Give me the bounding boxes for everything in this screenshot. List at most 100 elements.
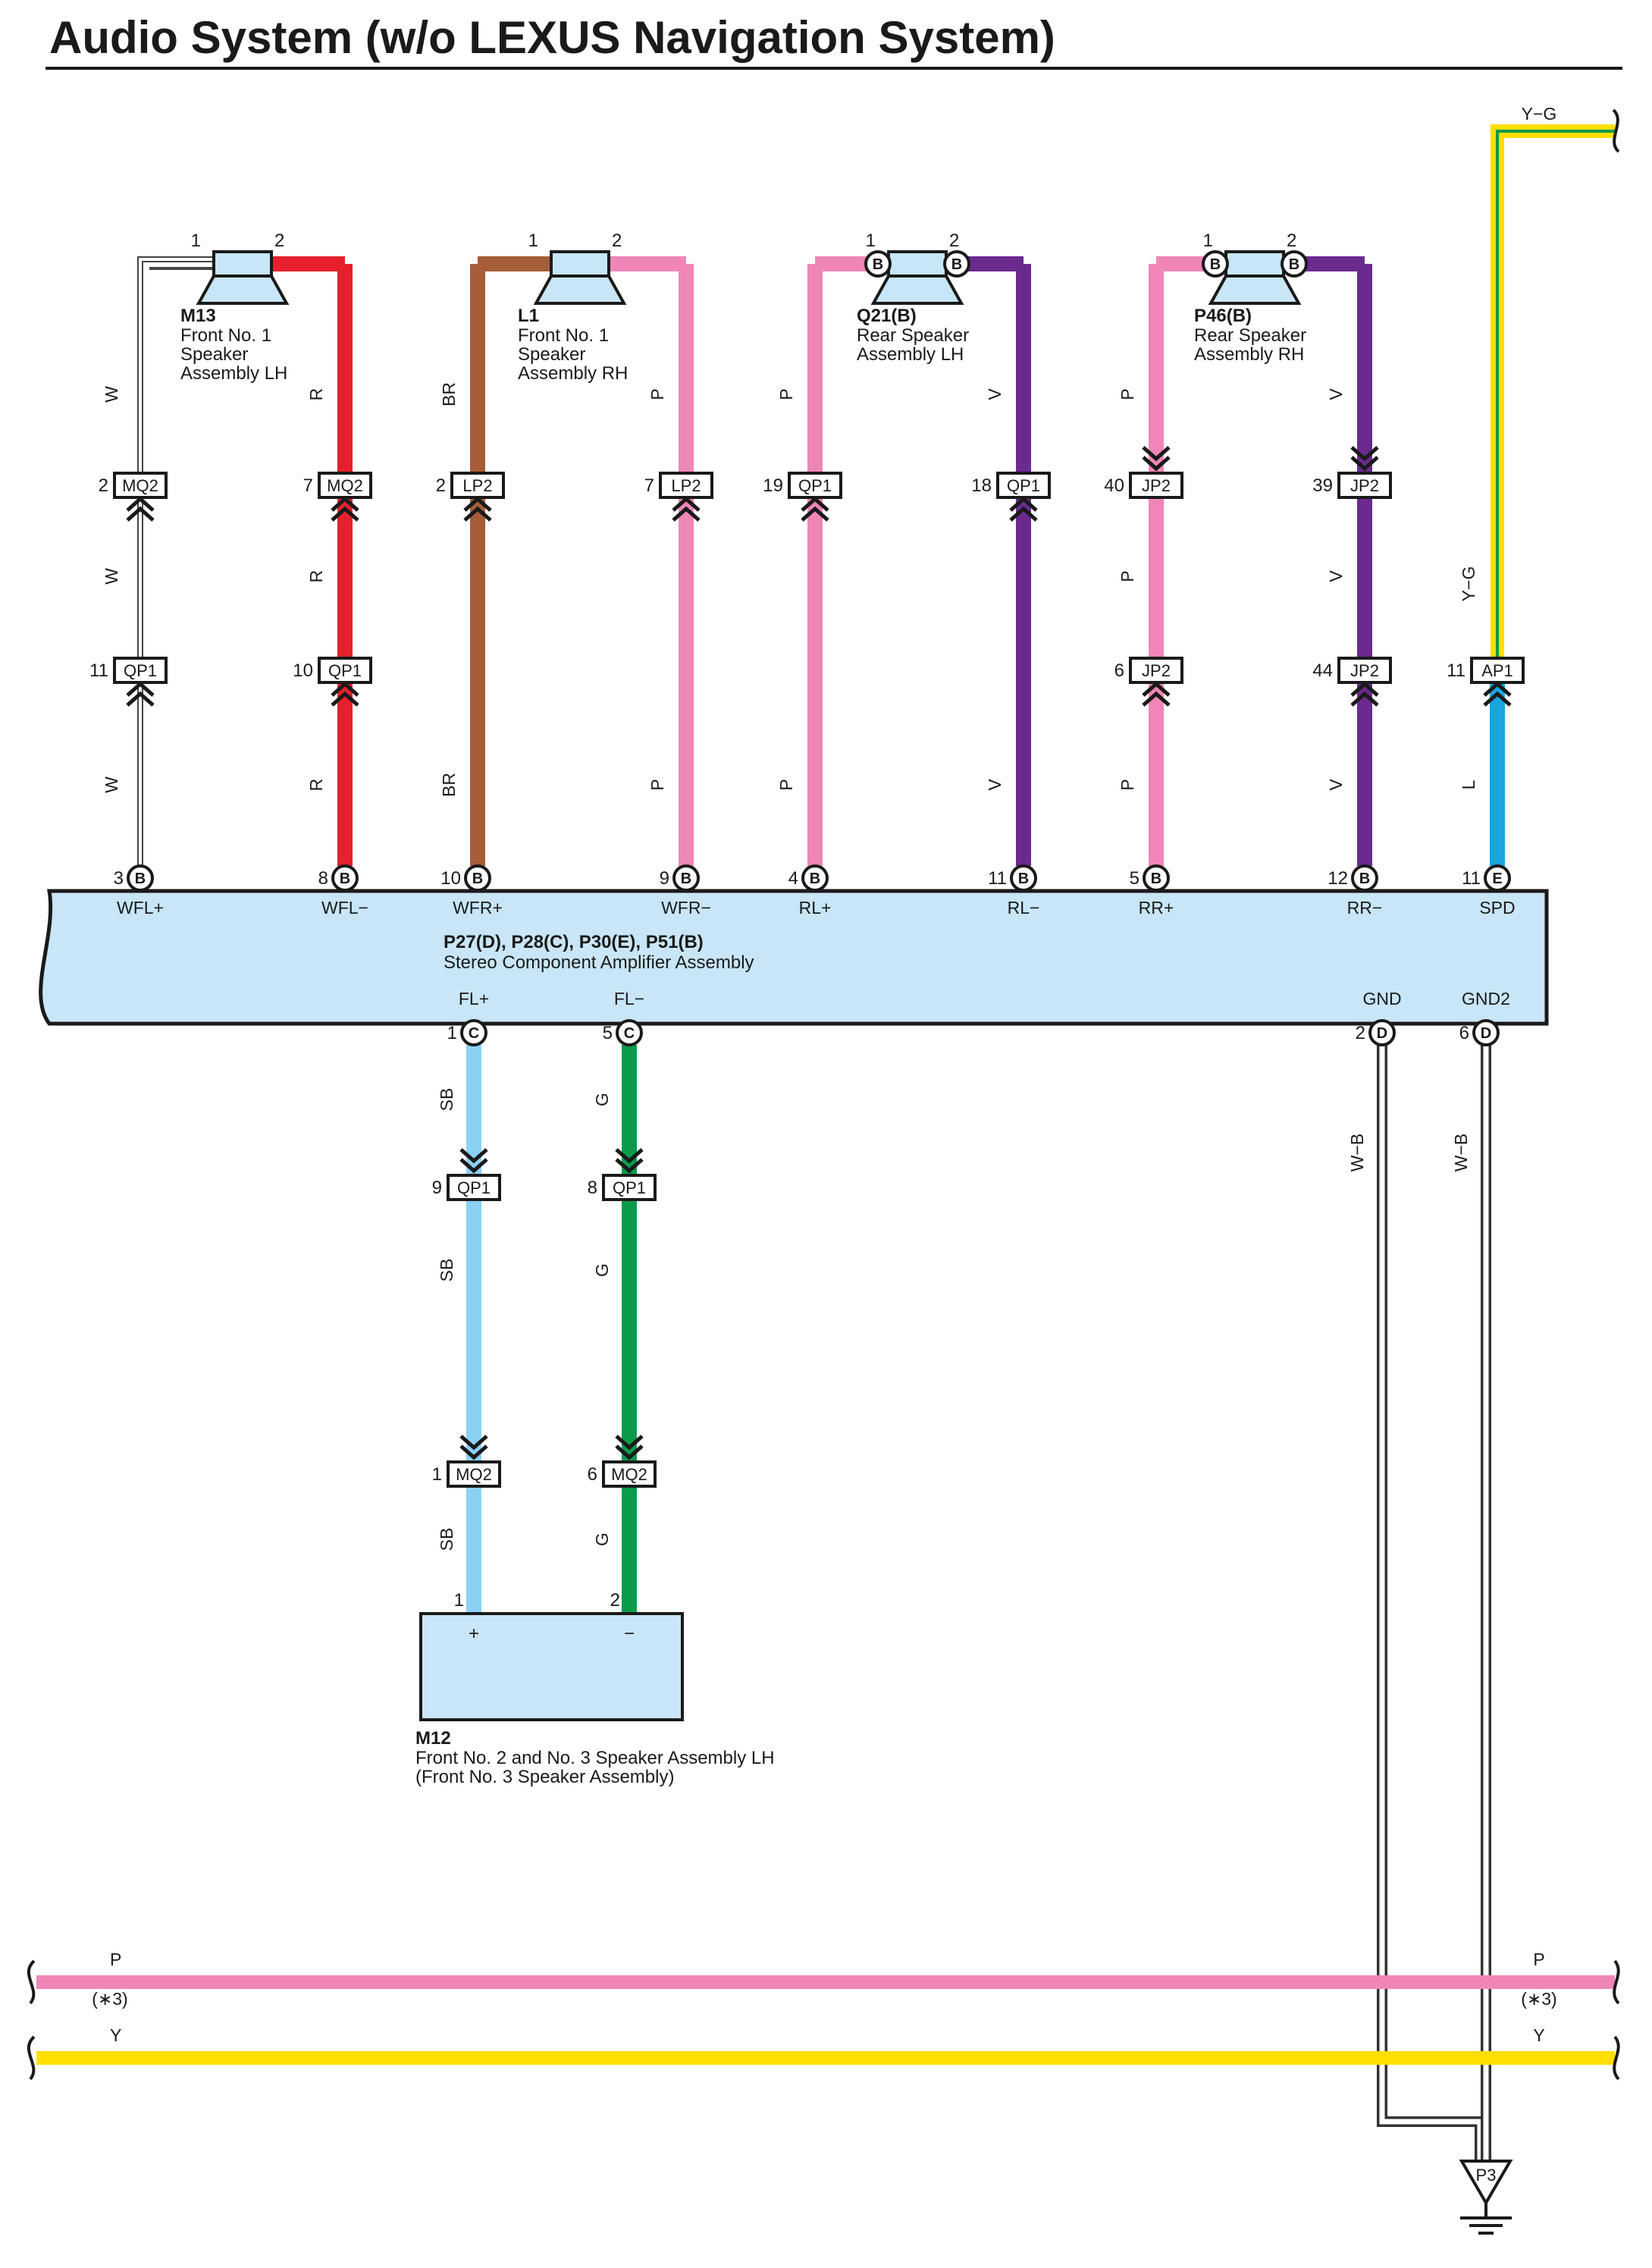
connector-chevron-icon bbox=[126, 681, 155, 697]
connector-2-a-name: LP2 bbox=[462, 476, 492, 495]
connector-chevron-icon bbox=[331, 506, 359, 522]
wire-label: V bbox=[1326, 388, 1346, 400]
wire-label: V bbox=[1326, 570, 1346, 582]
connector-chevron-icon bbox=[1350, 691, 1379, 707]
wire-label: V bbox=[985, 779, 1005, 791]
wire-label: V bbox=[985, 388, 1005, 400]
ground-wire-outline-2 bbox=[1377, 1045, 1485, 2161]
signal-label-1: WFL− bbox=[321, 898, 368, 918]
speaker-desc-1: Front No. 1 bbox=[518, 325, 609, 346]
connector-chevron-icon bbox=[1350, 681, 1379, 697]
wire-label: SB bbox=[437, 1528, 456, 1551]
connector-5-a-pin: 18 bbox=[971, 475, 992, 496]
bus-label-right: Y bbox=[1533, 2025, 1544, 2045]
wire-label: P bbox=[1118, 570, 1137, 582]
amp-pin-7: 12 bbox=[1328, 868, 1348, 889]
lower-connector-1-a-name: QP1 bbox=[613, 1178, 646, 1197]
connector-chevron-icon bbox=[615, 1435, 644, 1451]
signal-label-2: WFR+ bbox=[453, 898, 503, 918]
amp-pin-1: 8 bbox=[318, 868, 328, 889]
bus-label-left: Y bbox=[110, 2025, 121, 2045]
connector-chevron-icon bbox=[1350, 456, 1379, 472]
wire-label: P bbox=[776, 388, 796, 400]
amp-terminal-4-letter: B bbox=[810, 870, 820, 887]
connector-7-b-name: JP2 bbox=[1350, 661, 1379, 680]
amp-pin-4: 4 bbox=[788, 868, 798, 889]
lower-pin-0: 1 bbox=[447, 1023, 457, 1043]
wire-label: W−B bbox=[1347, 1134, 1367, 1172]
speaker-desc-1: Assembly RH bbox=[518, 363, 628, 384]
speaker-id-2: Q21(B) bbox=[857, 306, 917, 326]
connector-chevron-icon bbox=[459, 1435, 488, 1451]
ground-triangle-icon bbox=[1459, 2160, 1513, 2206]
m12-id: M12 bbox=[415, 1728, 451, 1749]
lower-signal-3: GND2 bbox=[1462, 989, 1510, 1009]
speaker-id-1: L1 bbox=[518, 306, 539, 326]
wire-label: Y−G bbox=[1459, 566, 1478, 602]
amplifier-ids: P27(D), P28(C), P30(E), P51(B) bbox=[444, 932, 704, 952]
amp-terminal-5-letter: B bbox=[1018, 870, 1029, 887]
amp-terminal-7-letter: B bbox=[1359, 870, 1370, 887]
lower-terminal-0-letter: C bbox=[469, 1025, 479, 1042]
wire-break-icon bbox=[1613, 2035, 1620, 2081]
connector-chevron-icon bbox=[459, 1158, 488, 1174]
connector-chevron-icon bbox=[331, 681, 359, 697]
connector-chevron-icon bbox=[331, 496, 359, 512]
amp-pin-2: 10 bbox=[440, 868, 461, 889]
connector-4-a-name: QP1 bbox=[798, 476, 832, 495]
amp-terminal-0-circle bbox=[127, 864, 154, 892]
connector-chevron-icon bbox=[615, 1148, 644, 1164]
lower-connector-1-b-pin: 6 bbox=[588, 1464, 597, 1485]
wire-label: P bbox=[776, 779, 796, 790]
connector-6-b-pin: 6 bbox=[1114, 660, 1124, 681]
connector-0-a-box bbox=[113, 472, 168, 499]
connector-chevron-icon bbox=[463, 496, 492, 512]
wire-label: R bbox=[306, 388, 326, 401]
connector-chevron-icon bbox=[672, 506, 701, 522]
connector-chevron-icon bbox=[463, 506, 492, 522]
speaker-icon-2 bbox=[887, 250, 948, 278]
amp-terminal-7-circle bbox=[1351, 864, 1378, 892]
m12-plus: + bbox=[469, 1623, 479, 1644]
wire-label: P bbox=[1118, 388, 1137, 400]
speaker-pin-b: 2 bbox=[274, 231, 284, 251]
wire-label: SB bbox=[437, 1088, 456, 1112]
wire-label: R bbox=[306, 779, 326, 792]
speaker-icon-1 bbox=[550, 250, 610, 278]
amp-pin-0: 3 bbox=[114, 868, 124, 889]
m12-desc: (Front No. 3 Speaker Assembly) bbox=[415, 1767, 674, 1787]
connector-7-b-pin: 44 bbox=[1312, 660, 1333, 681]
connector-0-a-name: MQ2 bbox=[122, 476, 158, 495]
connector-3-a-name: LP2 bbox=[671, 476, 701, 495]
signal-label-5: RL− bbox=[1008, 898, 1040, 918]
wire-break-icon bbox=[27, 1959, 36, 2005]
connector-1-a-name: MQ2 bbox=[327, 476, 363, 495]
connector-6-a-pin: 40 bbox=[1104, 475, 1124, 496]
wire-yg-stripe bbox=[1496, 130, 1615, 657]
bus-note-right: (∗3) bbox=[1521, 1989, 1556, 2009]
connector-4-a-pin: 19 bbox=[763, 475, 783, 496]
lower-pin-2: 2 bbox=[1356, 1023, 1365, 1043]
amp-terminal-4-circle bbox=[801, 864, 829, 892]
amp-terminal-1-letter: B bbox=[340, 870, 350, 887]
connector-chevron-icon bbox=[459, 1148, 488, 1164]
amp-terminal-8-letter: E bbox=[1492, 870, 1502, 887]
speaker-terminal-b-circle bbox=[1281, 250, 1308, 278]
signal-label-3: WFR− bbox=[661, 898, 711, 918]
wire-label: SB bbox=[437, 1259, 456, 1282]
speaker-desc-0: Speaker bbox=[180, 344, 248, 365]
connector-ap1-pin: 11 bbox=[1447, 660, 1465, 681]
connector-6-b-name: JP2 bbox=[1142, 661, 1171, 680]
signal-label-6: RR+ bbox=[1139, 898, 1174, 918]
speaker-desc-1: Speaker bbox=[518, 344, 585, 365]
connector-7-a-name: JP2 bbox=[1350, 476, 1379, 495]
speaker-icon-3-cone bbox=[1208, 274, 1302, 305]
lower-terminal-2-letter: D bbox=[1377, 1025, 1387, 1042]
bus-label-left: P bbox=[110, 1950, 121, 1969]
wire-label: G bbox=[592, 1532, 612, 1546]
speaker-pin-a: 1 bbox=[1203, 231, 1213, 251]
stereo-amplifier-box bbox=[39, 889, 1549, 1026]
amp-terminal-3-circle bbox=[672, 864, 700, 892]
parts-layer: B3WFL+MQ22QP111WWWB8WFL−MQ27QP110RRRB10W… bbox=[27, 104, 1620, 2235]
